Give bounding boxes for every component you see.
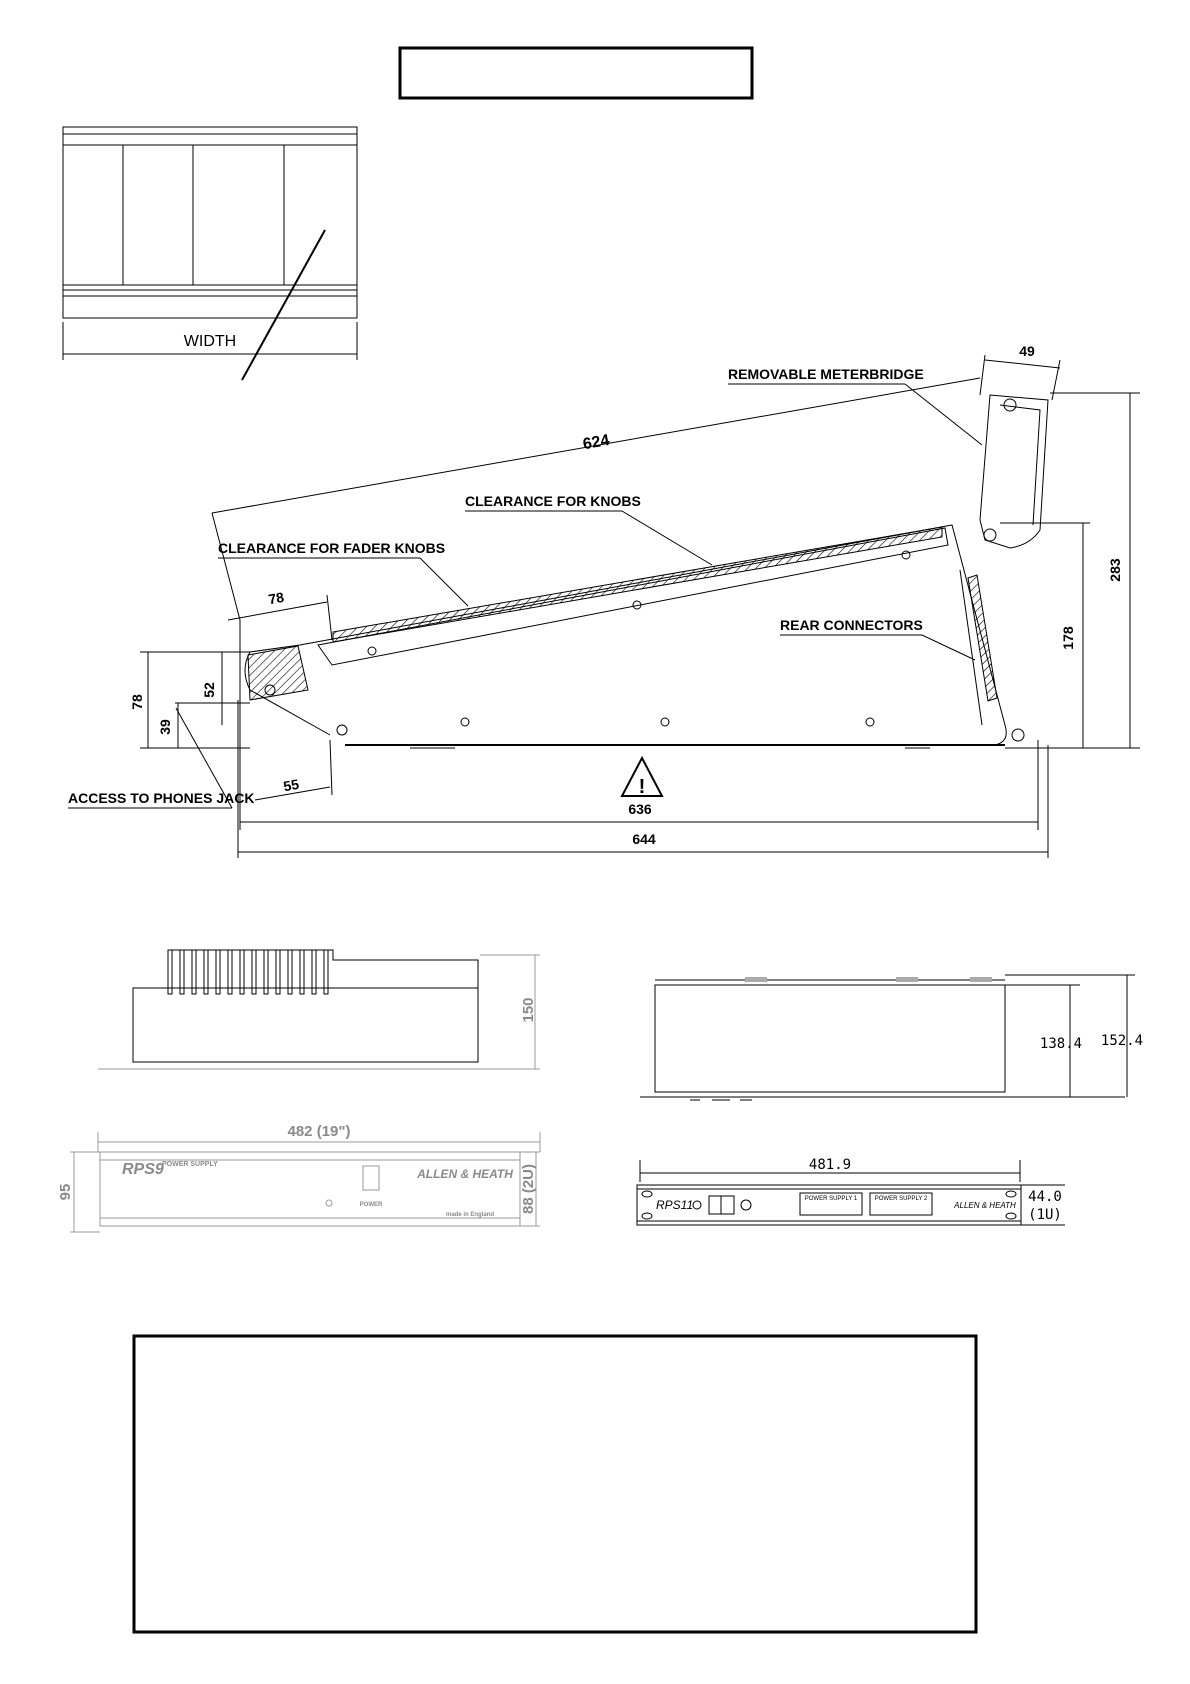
notes-box (132, 1334, 978, 1634)
svg-text:POWER SUPPLY 2: POWER SUPPLY 2 (875, 1196, 928, 1202)
power-led (325, 1199, 333, 1207)
rps11-led (692, 1200, 702, 1210)
dim-138: 138.4 (1040, 1036, 1082, 1052)
rps9-front-view: 482 (19") RPS9 POWER SUPPLY POWER ALLEN … (57, 1123, 541, 1233)
dim-52: 52 (201, 682, 217, 698)
rps9-model-logo: RPS9 (122, 1161, 164, 1178)
dim-55: 55 (282, 776, 300, 794)
heatsink-fins (167, 949, 329, 995)
dim-283: 283 (1107, 558, 1123, 582)
svg-text:POWER SUPPLY 1: POWER SUPPLY 1 (805, 1196, 858, 1202)
break-line (241, 229, 326, 381)
meterbridge (979, 394, 1049, 549)
dim-44: 44.0 (1028, 1189, 1062, 1205)
dim-152: 152.4 (1101, 1033, 1143, 1049)
dim-1u: (1U) (1028, 1207, 1062, 1223)
svg-text:POWER: POWER (360, 1202, 383, 1208)
rps11-side-view: 138.4 152.4 (640, 974, 1143, 1101)
label-removable-meterbridge: REMOVABLE METERBRIDGE (728, 366, 924, 382)
label-clearance-for-knobs: CLEARANCE FOR KNOBS (465, 493, 641, 509)
rear-connectors-hatch (967, 574, 998, 702)
dim-88: 88 (2U) (520, 1164, 537, 1214)
dim-624: 624 (582, 432, 611, 453)
dim-482: 482 (19") (288, 1123, 351, 1140)
title-box (398, 46, 754, 100)
label-clearance-for-fader-knobs: CLEARANCE FOR FADER KNOBS (218, 540, 445, 556)
label-access-to-phones-jack: ACCESS TO PHONES JACK (68, 790, 254, 806)
dim-49: 49 (1019, 343, 1035, 359)
svg-text:made in England: made in England (446, 1212, 494, 1218)
knob-clearance-hatch (332, 526, 943, 643)
power-switch[interactable] (362, 1165, 380, 1191)
dim-481: 481.9 (809, 1157, 851, 1173)
dim-644: 644 (632, 831, 656, 847)
rps11-model-logo: RPS11 (656, 1198, 693, 1212)
dim-39: 39 (157, 719, 173, 735)
side-view: 624 49 283 178 78 78 39 52 55 (68, 343, 1140, 858)
rps11-allen-heath-logo: ALLEN & HEATH (953, 1201, 1016, 1210)
dim-95: 95 (57, 1184, 74, 1201)
width-label: WIDTH (184, 333, 236, 350)
svg-text:!: ! (639, 776, 646, 798)
dim-78-left: 78 (129, 694, 145, 710)
top-view: WIDTH (62, 126, 358, 381)
warning-icon: ! (620, 755, 664, 798)
label-rear-connectors: REAR CONNECTORS (780, 617, 923, 633)
rps11-front-view: 481.9 RPS11 POWER SUPPLY 1 POWER SUPPLY … (636, 1157, 1065, 1226)
dim-150: 150 (520, 997, 537, 1022)
svg-text:POWER SUPPLY: POWER SUPPLY (162, 1161, 218, 1168)
dim-636: 636 (628, 801, 652, 817)
dim-78-top: 78 (267, 589, 285, 607)
allen-heath-logo: ALLEN & HEATH (416, 1167, 513, 1181)
dim-178: 178 (1060, 626, 1076, 650)
power-supply-1-panel (799, 1192, 863, 1216)
fader-clearance-hatch (247, 645, 309, 701)
rps9-side-view: 150 (98, 949, 540, 1070)
screw-holes (264, 398, 1025, 742)
power-supply-2-panel (869, 1192, 933, 1216)
